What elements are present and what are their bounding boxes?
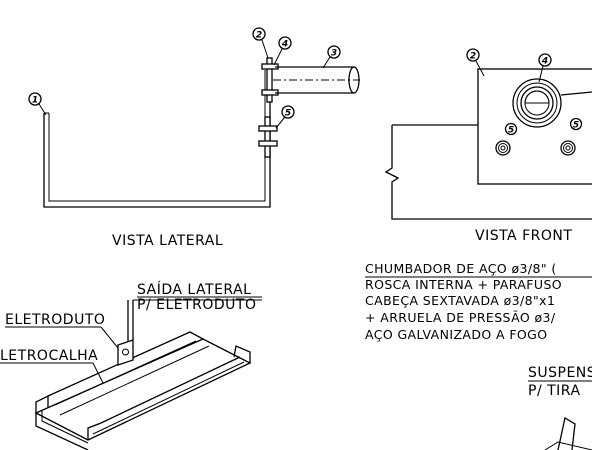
callout-4: 4 [273,36,292,66]
svg-text:2: 2 [256,31,262,41]
side-view: 1 2 4 3 5 VISTA LATERAL [28,27,360,249]
callout-2: 2 [252,27,269,59]
svg-text:3: 3 [331,49,337,59]
tray-inner-profile [48,70,266,202]
iso-label-saida-eletroduto: P/ ELETRODUTO [137,297,257,313]
side-view-title: VISTA LATERAL [112,233,223,249]
svg-text:5: 5 [573,121,579,131]
callout-3: 3 [322,45,341,69]
iso-tray-right-wall [87,422,102,440]
callout-1: 1 [28,92,47,116]
wall-outline [384,125,592,220]
front-callout-5-left: 5 [504,122,518,136]
svg-text:5: 5 [508,126,514,136]
isometric-view: ELETRODUTO LETROCALHA SAÍDA LATERAL P/ E… [0,281,592,450]
iso-label-tirante: P/ TIRA [528,383,581,399]
svg-text:1: 1 [32,96,38,106]
anchor-note: CHUMBADOR DE AÇO ø3/8" ( ROSCA INTERNA +… [365,261,592,342]
svg-text:4: 4 [281,40,288,50]
anchor-bolt-right [560,140,576,156]
iso-outlet-bracket [117,339,134,366]
iso-label-eletroduto: ELETRODUTO [5,312,105,328]
anchor-bolt-left [495,140,511,156]
anchor-note-line-1: CHUMBADOR DE AÇO ø3/8" ( [365,261,557,276]
anchor-note-line-3: CABEÇA SEXTAVADA ø3/8"x1 [365,293,555,308]
iso-label-saida-lateral: SAÍDA LATERAL [137,281,251,298]
front-view: 2 4 5 5 VISTA FRONT [384,48,592,244]
bracket-lower-plate [264,116,271,158]
iso-label-eletrocalha: LETROCALHA [0,348,98,364]
iso-suspension-bracket [557,416,576,450]
base-plate [477,68,592,185]
iso-label-suspensao: SUSPENS [528,365,592,381]
anchor-note-line-4: + ARRUELA DE PRESSÃO ø3/ [365,310,556,325]
callout-5: 5 [275,105,295,129]
anchor-note-line-2: ROSCA INTERNA + PARAFUSO [365,277,562,292]
svg-text:4: 4 [541,57,548,67]
tray-outer-profile [43,70,271,208]
conduit-ring-outer [512,78,562,128]
anchor-note-line-5: AÇO GALVANIZADO A FOGO [365,327,547,342]
front-callout-2: 2 [466,48,485,77]
iso-tray-left-wall [35,413,89,450]
front-callout-5-right: 5 [569,117,583,131]
bracket-plate [266,57,273,103]
front-view-title: VISTA FRONT [475,228,572,244]
svg-text:5: 5 [285,109,291,119]
front-callout-4: 4 [538,53,552,83]
bolt-lower [258,125,278,132]
svg-text:2: 2 [470,52,476,62]
